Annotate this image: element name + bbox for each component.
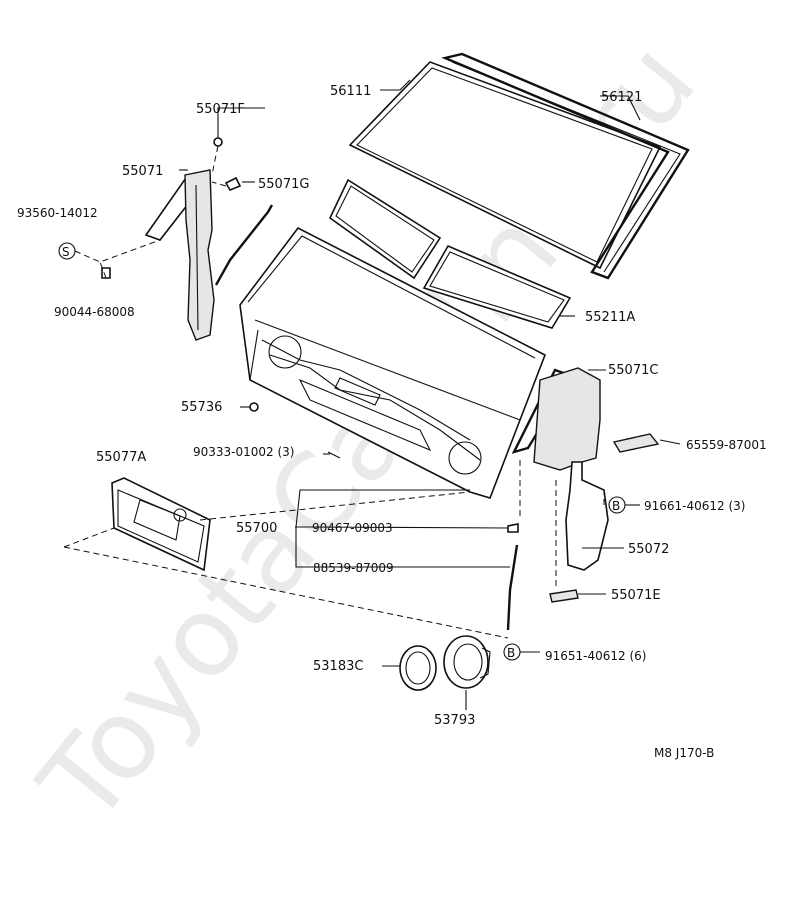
label-55071C: 55071C: [608, 363, 658, 378]
label-88539-87009: 88539-87009: [313, 561, 394, 575]
label-90467-09003: 90467-09003: [312, 521, 393, 535]
label-53793: 53793: [434, 713, 475, 728]
right-pillar-trim: [511, 367, 609, 571]
label-91661-40612: 91661-40612 (3): [644, 499, 746, 513]
lower-glass-left: [328, 178, 442, 280]
label-56111: 56111: [330, 84, 371, 99]
windshield-weatherstrip: [441, 52, 690, 280]
svg-text:B: B: [507, 646, 515, 660]
label-93560-14012: 93560-14012: [17, 206, 98, 220]
label-55211A: 55211A: [585, 310, 635, 325]
svg-text:B: B: [612, 499, 620, 513]
speaker-53793: [443, 635, 491, 689]
cover-55077A: [111, 477, 211, 572]
label-55700: 55700: [236, 521, 277, 536]
clip-90467: [507, 523, 519, 533]
grommet-55736: [249, 402, 259, 412]
label-90044-68008: 90044-68008: [54, 305, 135, 319]
back-door-panel: [239, 226, 547, 499]
ring-53183C: [399, 645, 437, 691]
diagram-code: M8 J170-B: [654, 746, 714, 760]
labels: 55071F 55071 55071G 93560-14012 90044-68…: [17, 84, 767, 760]
s-symbol: S: [58, 242, 76, 260]
label-53183C: 53183C: [313, 659, 363, 674]
b-symbol-upper: B: [608, 496, 626, 514]
label-55736: 55736: [181, 400, 222, 415]
label-56121: 56121: [601, 90, 642, 105]
leader-lines: [63, 79, 681, 710]
left-pillar-trim: [144, 169, 215, 341]
pad-65559: [612, 433, 660, 453]
clip-55071G: [224, 176, 242, 192]
label-65559-87001: 65559-87001: [686, 438, 767, 452]
label-55071G: 55071G: [258, 177, 309, 192]
svg-text:S: S: [62, 245, 70, 259]
clip-55071E: [549, 589, 579, 603]
label-55071F: 55071F: [196, 102, 245, 117]
screw-90333: [327, 451, 341, 459]
b-symbol-lower: B: [503, 643, 521, 661]
label-90333-01002: 90333-01002 (3): [193, 445, 295, 459]
windshield-glass: [348, 61, 662, 270]
label-91651-40612: 91651-40612 (6): [545, 649, 647, 663]
lower-glass-right: [422, 244, 572, 329]
label-55072: 55072: [628, 542, 669, 557]
clip-55071F: [213, 137, 223, 147]
label-55077A: 55077A: [96, 450, 146, 465]
label-55071: 55071: [122, 164, 163, 179]
strip-88539: [506, 544, 519, 631]
label-55071E: 55071E: [611, 588, 661, 603]
nut-90044: [101, 267, 111, 279]
left-weatherstrip: [214, 204, 274, 286]
